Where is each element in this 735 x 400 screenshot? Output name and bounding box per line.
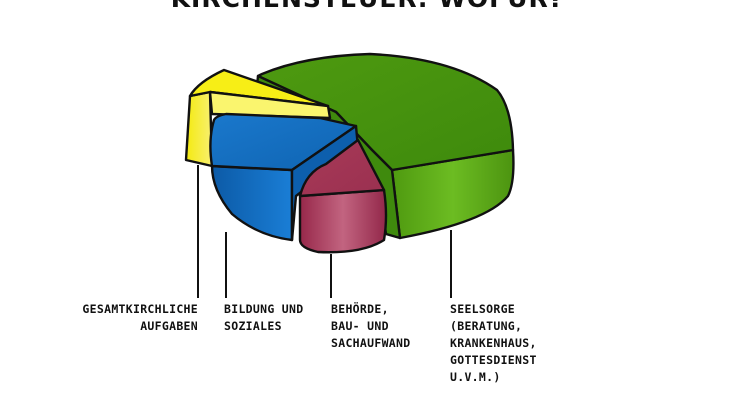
slice-label-seelsorge: Seelsorge (Beratung, Krankenhaus, Gottes… <box>450 301 537 386</box>
slice-top <box>188 68 330 108</box>
label-line: Gesamtkirchliche <box>82 302 198 316</box>
label-line: u.v.m.) <box>450 370 501 384</box>
label-line: Soziales <box>224 319 282 333</box>
label-line: Gottesdienst <box>450 353 537 367</box>
slice-front <box>208 90 332 120</box>
label-line: (Beratung, <box>450 319 523 333</box>
pie-slice-gesamtkirchliche-aufgaben <box>184 68 332 168</box>
slice-label-bildung-und-soziales: Bildung und Soziales <box>224 301 303 335</box>
slice-label-behoerde-bau-und-sachaufwand: Behörde, Bau- und Sachaufwand <box>331 301 410 352</box>
label-line: Bildung und <box>224 302 304 316</box>
label-line: Sachaufwand <box>331 336 411 350</box>
slice-side <box>390 148 515 240</box>
label-line: Aufgaben <box>140 319 198 333</box>
slice-top <box>209 112 358 172</box>
label-line: Behörde, <box>331 302 389 316</box>
pie-slice-behoerde-bau-und-sachaufwand <box>298 138 388 254</box>
label-line: Krankenhaus, <box>450 336 537 350</box>
label-line: Seelsorge <box>450 302 516 316</box>
slice-side <box>210 164 294 242</box>
slice-top <box>298 138 386 198</box>
slice-side <box>184 90 214 168</box>
chart-title: Kirchensteuer: wofür? <box>0 0 735 13</box>
leader-lines <box>197 165 452 298</box>
slice-label-gesamtkirchliche-aufgaben: Gesamtkirchliche Aufgaben <box>82 301 198 335</box>
label-line: Bau- und <box>331 319 389 333</box>
slice-side <box>298 188 388 254</box>
